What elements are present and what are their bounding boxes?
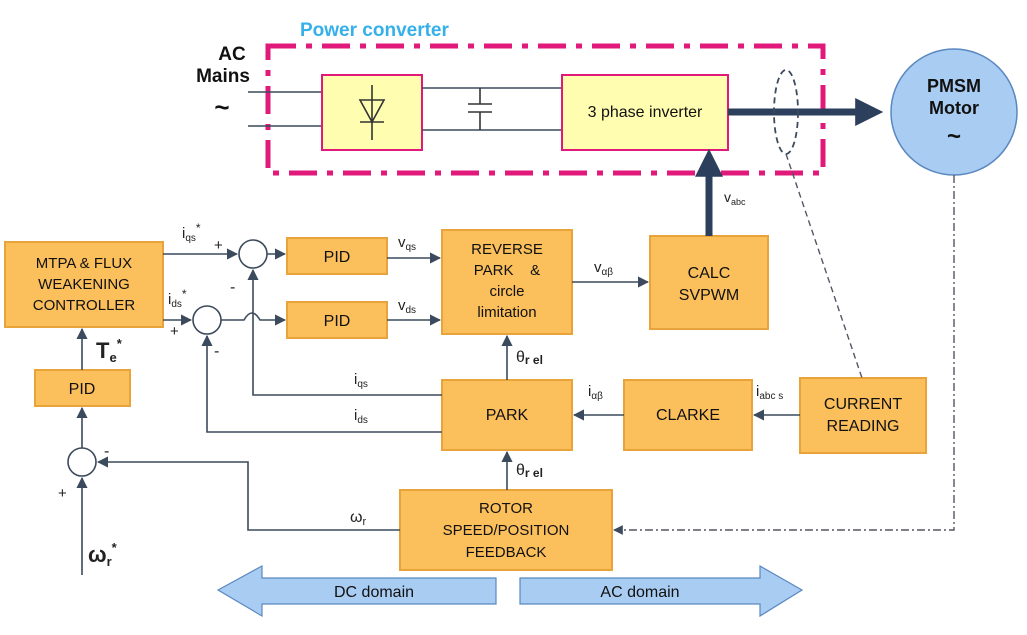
label-theta-top: θr el (516, 349, 543, 367)
sign-q-minus: - (230, 279, 235, 296)
motor-symbol: ~ (947, 123, 961, 150)
pid-q-label: PID (324, 249, 351, 266)
sign-d-minus: - (214, 343, 219, 360)
wire-ids-feedback (201, 334, 442, 433)
pid-speed-label: PID (69, 381, 96, 398)
ac-mains-line2: Mains (196, 66, 250, 87)
svpwm-line1: CALC (688, 265, 731, 282)
mtpa-line2: WEAKENING (38, 276, 130, 293)
reverse-park-line4: limitation (477, 304, 536, 321)
reverse-park-line3: circle (489, 283, 524, 300)
label-ids: ids (354, 407, 368, 426)
pid-q-block (286, 237, 388, 275)
mtpa-controller-block (4, 241, 164, 328)
reverse-park-line1: REVERSE (471, 241, 543, 258)
wire-sensor-dashed (785, 153, 863, 379)
current-reading-line1: CURRENT (824, 396, 902, 413)
wire-d-err (221, 312, 287, 326)
current-reading-block (799, 377, 927, 454)
sum-junction-q (238, 239, 268, 269)
label-wr: ωr (350, 509, 367, 528)
motor-line2: Motor (929, 98, 979, 118)
label-vabc: vabc (724, 189, 746, 207)
rotor-line3: FEEDBACK (466, 544, 547, 561)
diode-icon (358, 85, 386, 140)
power-converter-title: Power converter (300, 20, 449, 41)
sign-w-minus: - (104, 443, 109, 460)
wire-encoder-dashdot (613, 175, 955, 535)
park-block (441, 379, 573, 451)
park-label: PARK (486, 407, 529, 424)
sum-junction-speed (67, 447, 97, 477)
pid-speed-block (34, 369, 131, 407)
reverse-park-line2: PARK & (474, 262, 540, 279)
label-iqs-ref: iqs* (182, 221, 201, 244)
label-te: Te* (96, 336, 123, 365)
label-theta-bottom: θr el (516, 462, 543, 480)
label-wr-ref: ωr* (88, 540, 118, 569)
wire-wr-feedback (96, 456, 400, 531)
inverter-label: 3 phase inverter (588, 104, 703, 121)
rotor-line1: ROTOR (479, 500, 533, 517)
clarke-label: CLARKE (656, 407, 720, 424)
ac-domain-arrow (519, 564, 804, 618)
dc-domain-arrow (216, 564, 497, 618)
ac-domain-label: AC domain (600, 584, 679, 601)
label-valpha: vαβ (594, 259, 613, 278)
label-iqs: iqs (354, 371, 368, 390)
sign-d-plus: + (170, 323, 179, 340)
rotor-line2: SPEED/POSITION (443, 522, 570, 539)
dc-domain-label: DC domain (334, 584, 414, 601)
mtpa-line1: MTPA & FLUX (36, 255, 132, 272)
pid-d-block (286, 301, 388, 339)
rotor-feedback-block (399, 489, 613, 571)
current-reading-line2: READING (827, 418, 900, 435)
label-iabc: iabc s (756, 383, 783, 402)
ac-mains-line1: AC (218, 44, 246, 65)
mtpa-line3: CONTROLLER (33, 297, 136, 314)
label-vds: vds (398, 297, 416, 316)
sign-q-plus: + (214, 237, 223, 254)
clarke-block (623, 379, 753, 451)
pid-d-label: PID (324, 313, 351, 330)
label-vqs: vqs (398, 234, 416, 253)
label-ialpha: iαβ (588, 383, 603, 402)
sign-w-plus: + (58, 485, 67, 502)
label-ids-ref: ids* (168, 287, 187, 310)
svpwm-line2: SVPWM (679, 287, 739, 304)
motor-line1: PMSM (927, 76, 981, 96)
ac-mains-symbol: ~ (214, 92, 229, 122)
wire-iqs-feedback (247, 268, 442, 396)
svpwm-block (649, 235, 769, 330)
sum-junction-d (192, 305, 222, 335)
capacitor-icon (468, 88, 492, 130)
